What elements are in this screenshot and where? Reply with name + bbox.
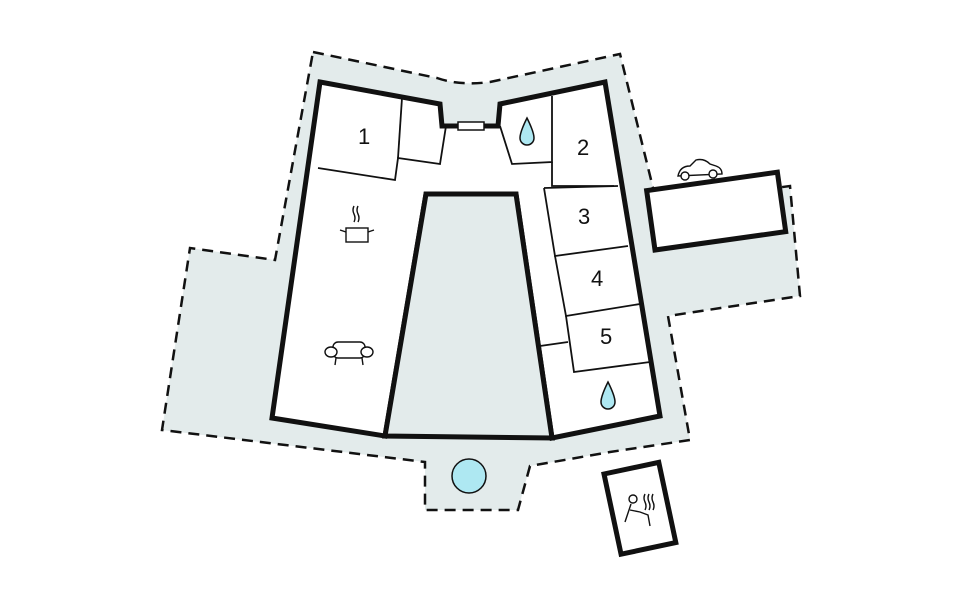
- bathroom-drop-icon: [519, 116, 535, 146]
- pool-icon: [451, 458, 487, 494]
- sauna-house: [601, 459, 679, 558]
- room-5-label: 5: [600, 324, 612, 349]
- room-3-label: 3: [578, 204, 590, 229]
- garage: [643, 169, 789, 253]
- room-partitions: [317, 96, 651, 374]
- sofa-icon: [324, 341, 374, 366]
- sauna-icon: [624, 493, 655, 527]
- kitchen-pot-icon: [339, 205, 375, 243]
- room-4-label: 4: [591, 266, 603, 291]
- left-wing: [269, 79, 663, 441]
- bathroom-drop-icon: [600, 380, 616, 410]
- car-icon: [677, 158, 723, 181]
- room-1-label: 1: [358, 124, 370, 149]
- room-2-label: 2: [577, 135, 589, 160]
